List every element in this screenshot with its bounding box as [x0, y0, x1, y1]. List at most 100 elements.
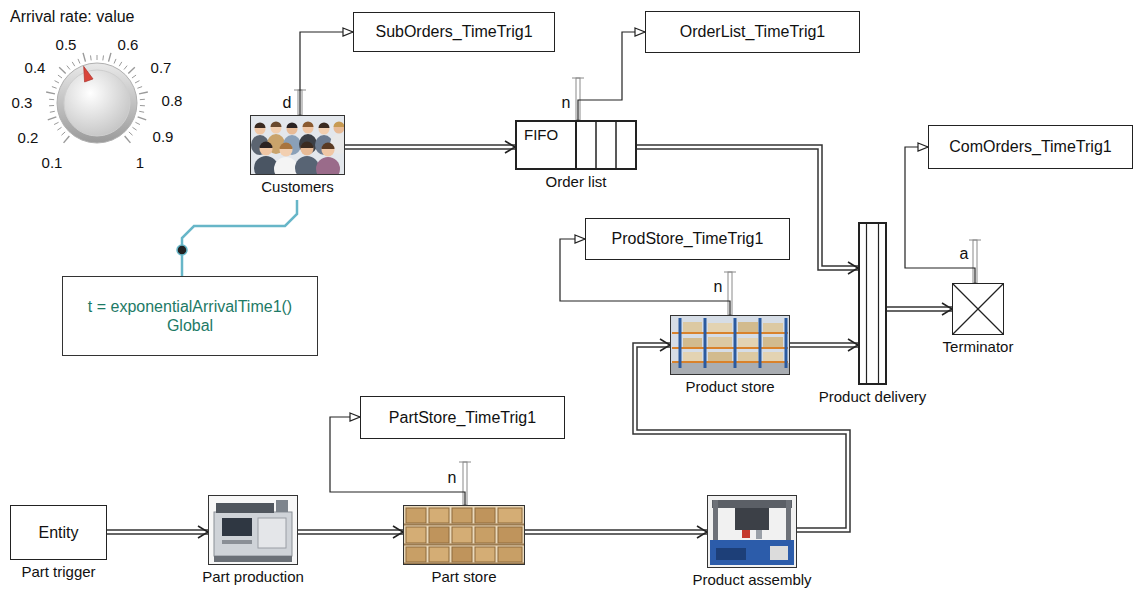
product-assembly-picture — [786, 500, 791, 542]
product-store-picture — [679, 318, 682, 368]
trigger-label: ProdStore_TimeTrig1 — [612, 229, 764, 248]
entity-connection — [887, 309, 952, 310]
block-frame — [858, 222, 887, 385]
knob-tick — [61, 132, 65, 135]
knob-tick — [97, 55, 98, 60]
part-store-picture — [403, 505, 525, 565]
knob-tick — [138, 117, 147, 120]
queue-type: FIFO — [524, 126, 558, 144]
block-frame: ComOrders_TimeTrig1 — [928, 125, 1133, 169]
knob-tick — [140, 105, 145, 106]
terminator-cross — [953, 284, 1003, 334]
block-frame — [670, 315, 790, 375]
customers-picture — [301, 142, 314, 149]
arrival-rate-knob — [64, 70, 130, 136]
connector-core — [107, 531, 208, 534]
time-trigger-box: ComOrders_TimeTrig1 — [928, 125, 1133, 169]
customers-picture — [255, 123, 266, 129]
connector-line — [300, 32, 353, 115]
part-store-picture — [429, 508, 449, 523]
knob-tick — [114, 59, 116, 64]
knob-tick — [58, 75, 62, 78]
customers-picture — [295, 156, 319, 175]
customers-picture — [303, 123, 314, 134]
product-store-picture — [683, 352, 702, 361]
time-trigger-box: PartStore_TimeTrig1 — [360, 396, 565, 439]
part-store-picture — [452, 527, 472, 543]
queue-compartments — [575, 120, 577, 170]
knob-pointer — [79, 65, 93, 82]
block-label: Customers — [261, 178, 334, 196]
signal-connection — [300, 32, 353, 115]
block-label: Product delivery — [819, 388, 927, 406]
knob-tick — [67, 66, 70, 70]
knob-tick — [48, 117, 57, 120]
customers-picture — [255, 124, 266, 135]
customers-picture — [271, 122, 282, 127]
entity-connection — [635, 345, 848, 530]
part-store-picture — [406, 527, 426, 543]
knob-pointer — [79, 65, 93, 82]
customers-picture — [301, 143, 314, 156]
knob-tick — [132, 127, 136, 130]
trigger-label: SubOrders_TimeTrig1 — [375, 22, 532, 41]
part-store-picture — [452, 547, 472, 562]
knob-tick — [50, 111, 55, 113]
dial-scale-number: 0.2 — [18, 129, 39, 146]
part-production-picture — [214, 556, 292, 562]
part-production-picture — [216, 503, 274, 513]
knob-tick — [140, 99, 145, 100]
port-letter: a — [960, 245, 969, 263]
connector-core — [887, 308, 952, 311]
product-store-picture — [683, 338, 702, 347]
port-letter: n — [562, 94, 571, 112]
product-assembly-picture — [716, 548, 746, 560]
entity-connection — [345, 147, 515, 148]
dial-scale-number: 0.8 — [162, 92, 183, 109]
part-production-picture — [208, 495, 298, 565]
product-store-picture — [708, 337, 732, 347]
product-store-picture — [672, 361, 788, 363]
customers-picture — [254, 156, 278, 175]
customers-picture — [316, 157, 340, 175]
trigger-label: OrderList_TimeTrig1 — [680, 22, 826, 41]
knob-tick — [102, 55, 104, 60]
product-store-picture — [738, 338, 758, 347]
queue-compartments — [576, 120, 616, 170]
product-assembly-picture — [710, 540, 794, 565]
product-store-block: Product store — [670, 315, 790, 400]
knob-tick — [57, 127, 61, 130]
knob-tick — [55, 81, 59, 83]
part-store-picture — [498, 508, 522, 523]
dial-scale-number: 0.9 — [153, 128, 174, 145]
block-frame — [707, 495, 797, 568]
product-assembly-picture — [742, 530, 750, 538]
trigger-label: PartStore_TimeTrig1 — [389, 408, 536, 427]
product-store-picture — [670, 315, 790, 375]
product-assembly-picture — [712, 500, 792, 508]
customers-picture — [319, 123, 330, 129]
dial-scale-number: 1 — [136, 154, 144, 171]
customers-picture — [280, 143, 293, 149]
function-box: t = exponentialArrivalTime1()Global — [62, 276, 318, 356]
part-store-picture — [498, 547, 522, 562]
customers-picture — [334, 122, 345, 127]
customers-picture — [334, 123, 345, 134]
product-assembly-picture — [707, 495, 797, 568]
product-assembly-picture — [770, 546, 788, 560]
knob-tick — [46, 92, 55, 94]
delivery-gate-bars — [866, 222, 867, 385]
knob-tick — [90, 55, 92, 60]
part-production-picture — [214, 512, 292, 556]
connector-core — [635, 345, 848, 530]
block-frame — [403, 505, 525, 565]
signal-port-stems — [459, 462, 471, 463]
product-store-picture — [672, 347, 788, 349]
dial-scale-number: 0.4 — [25, 59, 46, 76]
dial-scale-number: 0.7 — [151, 59, 172, 76]
entity-connection — [790, 345, 858, 346]
knob-tick — [64, 136, 70, 143]
connector-outline — [525, 529, 707, 535]
product-assembly-picture — [756, 530, 762, 539]
time-trigger-box: OrderList_TimeTrig1 — [645, 11, 860, 53]
